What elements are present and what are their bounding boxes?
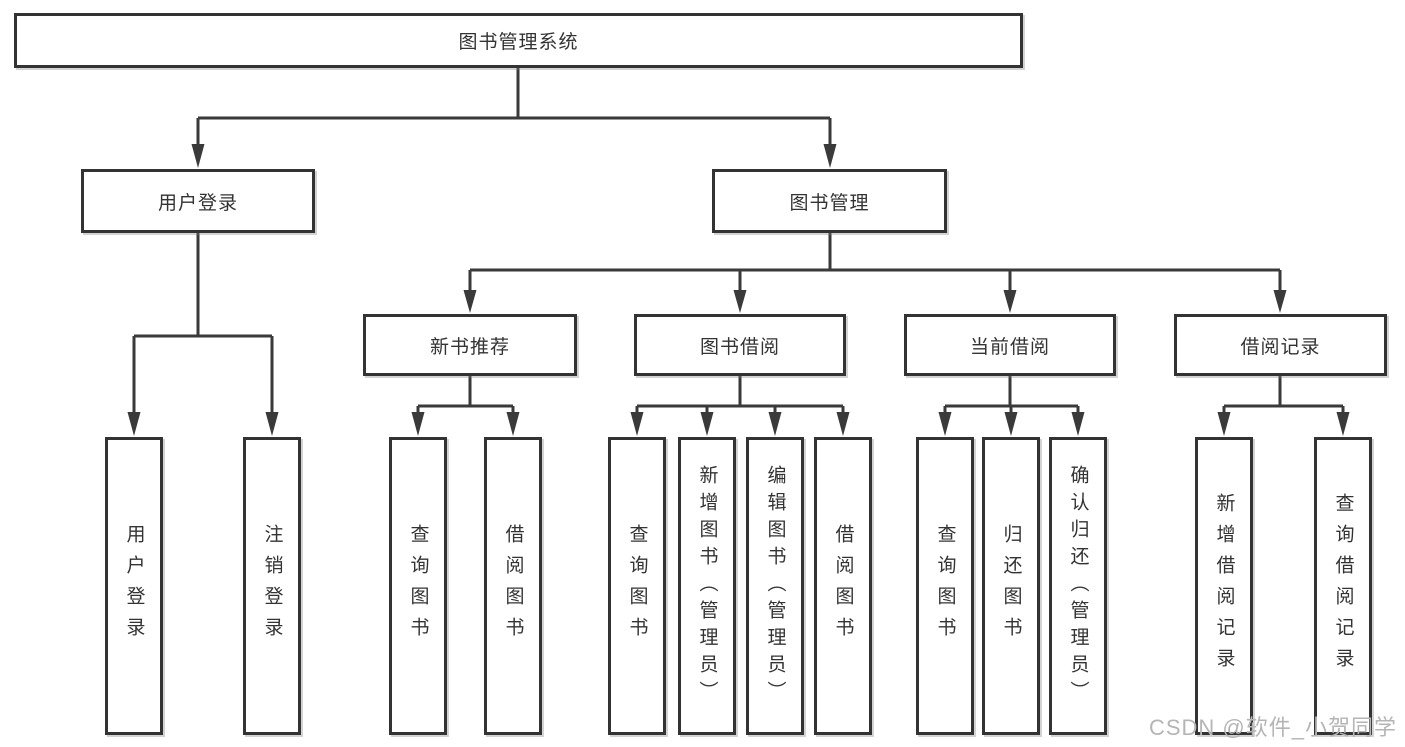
arrowhead [127,412,141,436]
leaf-confirm-return-admin: 确认归还（管理员） [1049,437,1107,735]
node-label: 新增借阅记录 [1213,493,1235,679]
connector-borrowing-records-to-leaves [1222,376,1345,414]
arrowhead [463,290,477,313]
node-label: 查询借阅记录 [1332,493,1354,679]
arrowhead [411,412,425,436]
node-label: 当前借阅 [969,336,1050,358]
arrowhead [700,412,714,436]
arrowhead [768,412,782,436]
node-root: 图书管理系统 [14,13,1023,68]
leaf-add-books-admin: 新增图书（管理员） [678,437,736,735]
node-book-borrowing: 图书借阅 [634,314,846,376]
connector-book-borrowing-to-leaves [635,376,845,414]
connector-root-to-level1 [196,68,832,146]
arrowhead [733,290,747,313]
leaf-add-borrow-record: 新增借阅记录 [1195,437,1253,735]
node-label: 查询图书 [626,524,648,648]
node-label: 注销登录 [261,524,283,648]
node-label: 图书借阅 [699,336,780,358]
watermark: CSDN @软件_小贺同学 [1148,715,1397,740]
node-label: 查询图书 [407,524,429,648]
node-label: 新书推荐 [429,336,510,358]
node-label: 图书管理系统 [458,32,579,53]
arrowhead [191,144,205,168]
node-label: 编辑图书（管理员） [764,464,786,708]
leaf-borrow-books-recommend: 借阅图书 [484,437,542,735]
node-label: 用户登录 [157,192,238,214]
arrowhead [1336,412,1350,436]
leaf-query-books-borrowing: 查询图书 [608,437,666,735]
node-label: 确认归还（管理员） [1067,464,1089,708]
leaf-query-books-recommend: 查询图书 [389,437,447,735]
arrowhead [630,412,644,436]
arrowhead [506,412,520,436]
node-label: 借阅图书 [832,524,854,648]
connector-user-login-to-leaves [132,233,274,414]
node-label: 图书管理 [789,192,870,214]
arrowhead [1071,412,1085,436]
connector-new-book-recommend-to-leaves [416,376,515,414]
arrowhead [823,144,837,168]
arrowhead [1217,412,1231,436]
node-label: 归还图书 [1000,524,1022,648]
leaf-borrow-books: 借阅图书 [814,437,872,735]
leaf-query-books-current: 查询图书 [916,437,974,735]
node-user-login: 用户登录 [81,169,315,233]
leaf-user-login: 用户登录 [105,437,163,735]
connector-current-borrowing-to-leaves [943,376,1080,414]
node-borrowing-records: 借阅记录 [1174,314,1387,376]
node-new-book-recommend: 新书推荐 [363,314,577,376]
node-label: 借阅记录 [1240,336,1321,358]
node-label: 用户登录 [123,524,145,648]
arrowhead [836,412,850,436]
node-label: 新增图书（管理员） [696,464,718,708]
arrowhead [1003,290,1017,313]
connector-book-management-to-level2 [468,233,1282,292]
node-book-management: 图书管理 [712,169,947,233]
leaf-logout: 注销登录 [243,437,301,735]
node-current-borrowing: 当前借阅 [904,314,1116,376]
leaf-edit-books-admin: 编辑图书（管理员） [746,437,804,735]
arrowhead [938,412,952,436]
arrowhead [1273,290,1287,313]
node-label: 借阅图书 [502,524,524,648]
leaf-query-borrow-record: 查询借阅记录 [1314,437,1372,735]
node-label: 查询图书 [934,524,956,648]
arrowhead [265,412,279,436]
arrowhead [1004,412,1018,436]
leaf-return-books: 归还图书 [982,437,1040,735]
